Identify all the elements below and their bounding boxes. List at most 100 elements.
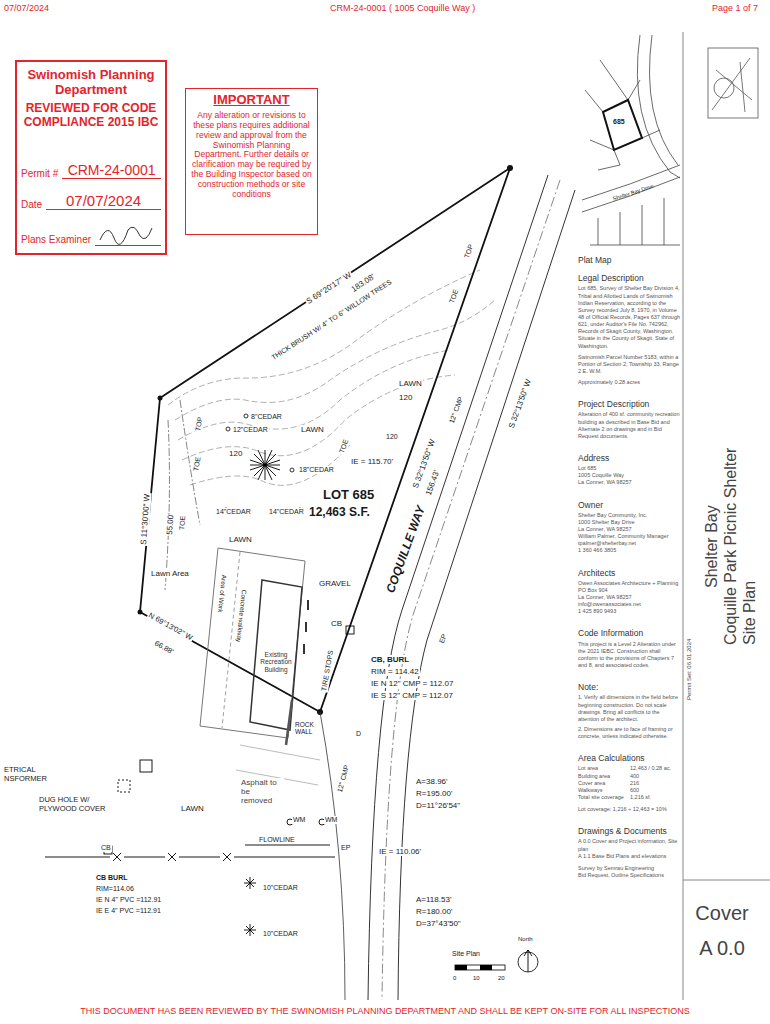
lot-area: 12,463 S.F. <box>308 506 371 520</box>
contour-label: 120 <box>398 393 413 402</box>
text-row: Permit #CRM-24-0001 <box>21 162 161 179</box>
sheet-title: Site Plan <box>741 581 759 645</box>
stamp-text: Plans Examiner <box>21 234 91 246</box>
distance-label-holder: 66.88' <box>151 632 179 659</box>
elevation-label-holder: RIM=114.06 <box>95 877 135 895</box>
info-text: Alteration of 400 sf. community recreati… <box>578 411 681 440</box>
edge-label-holder: EP <box>340 836 351 854</box>
info-text: William Palmer, Community Manager <box>578 533 681 540</box>
info-text: A 0.0 Cover and Project information, Sit… <box>578 838 681 852</box>
approval-stamp: Swinomish Planning DepartmentREVIEWED FO… <box>15 60 167 255</box>
info-text: Approximately 0.28 acres <box>578 379 681 386</box>
curve-data-holder: R=195.00' <box>415 782 453 800</box>
table-cell: Cover area <box>578 780 630 787</box>
info-text: Owen Associates Architecture + Planning <box>578 580 681 587</box>
distance-label-holder: 55.00' <box>158 512 178 537</box>
text-row: Swinomish Planning Department <box>21 68 161 98</box>
lot-number: LOT 685 <box>322 488 375 503</box>
table-cell: Total site coverage <box>578 794 630 801</box>
street-name-holder: COQUILLE WAY <box>380 502 429 596</box>
elevation-label-holder: IE = 110.06' <box>378 840 422 858</box>
text-row: Plans Examiner <box>21 234 161 246</box>
work-note-holder: Asphalt to be removed <box>240 778 284 807</box>
curve-data-holder: A=38.96' <box>415 770 449 788</box>
tree-label: 10"CEDAR <box>262 930 299 938</box>
edge-label-holder: EP <box>430 629 451 646</box>
area-table-row: Lot area12,463 / 0.28 ac. <box>578 765 681 772</box>
curve-data-holder: D=37°43'50" <box>415 912 462 930</box>
feature-label-holder: FLOWLINE <box>258 828 296 846</box>
slope-label-holder: TOE <box>330 435 352 456</box>
slope-label-holder: TOE <box>184 454 205 473</box>
ground-label-holder: LAWN <box>180 797 205 815</box>
contour-label-holder: 120 <box>398 386 413 404</box>
footer-notice-holder: THIS DOCUMENT HAS BEEN REVIEWED BY THE S… <box>0 1006 770 1016</box>
area-table-row: Walkways600 <box>578 787 681 794</box>
bearing-label: N 69°13'02" W <box>146 611 195 643</box>
node-text: A 0.0 <box>699 937 745 960</box>
ground-label: LAWN <box>228 535 253 544</box>
stamp-text: REVIEWED FOR CODE COMPLIANCE 2015 IBC <box>21 102 161 130</box>
stamp-text: Permit # <box>21 168 58 180</box>
tree-label-holder: 10"CEDAR <box>262 922 299 940</box>
meter-label-holder: WM <box>292 808 306 826</box>
page-number-holder: Page 1 of 7 <box>712 3 758 13</box>
info-text: La Conner, WA 98257 <box>578 594 681 601</box>
node-text: Existing Recreation Building <box>257 651 295 673</box>
scale-title: Site Plan <box>452 950 480 958</box>
slope-label-holder: TOE <box>440 285 462 306</box>
edge-label: EP <box>340 844 351 852</box>
lot-area-holder: 12,463 S.F. <box>308 502 371 520</box>
slope-label: TOP <box>194 415 205 432</box>
info-text: 1 360 466 3805 <box>578 547 681 554</box>
scale-tick: 10 <box>473 975 480 982</box>
catch-basin-label: CB BURL <box>95 874 129 882</box>
area-label-holder: Lawn Area <box>150 562 190 580</box>
tree-label: 14"CEDAR <box>268 508 305 516</box>
feature-label: FLOWLINE <box>258 836 296 844</box>
elevation-label: IE E 4" PVC =112.91 <box>95 907 162 915</box>
utility-label-holder: DUG HOLE W/ PLYWOOD COVER <box>38 796 110 815</box>
tree-label-holder: 14"CEDAR <box>215 500 252 518</box>
node-text: Any alteration or revisions to these pla… <box>190 111 313 200</box>
tree-label: 14"CEDAR <box>215 508 252 516</box>
area-label: Lawn Area <box>150 569 190 578</box>
utility-label: ETRICAL NSFORMER <box>3 766 49 783</box>
info-text: A 1.1 Base Bid Plans and elevations <box>578 853 681 860</box>
table-cell: 600 <box>630 787 681 794</box>
tree-label-holder: 14"CEDAR <box>268 500 305 518</box>
elevation-label-holder: IE S 12" CMP = 112.07 <box>370 684 454 702</box>
work-area-label: Area of Work <box>216 573 228 613</box>
catch-basin-label: CB, BURL <box>370 655 410 664</box>
plat-lot-number-holder: 685 <box>613 118 625 126</box>
tree-label: 10"CEDAR <box>262 884 299 892</box>
work-area-label-holder: Area of Work <box>214 573 236 614</box>
ground-label: LAWN <box>300 425 325 434</box>
feature-label: ROCK WALL <box>294 721 318 736</box>
area-table-row: Cover area216 <box>578 780 681 787</box>
header-permit-holder: CRM-24-0001 ( 1005 Coquille Way ) <box>330 3 475 13</box>
info-text: Swinomish Parcel Number 5183, within a P… <box>578 354 681 375</box>
scale-tick-holder: 20 <box>498 975 505 982</box>
section-heading: Note: <box>578 682 681 692</box>
curve-data-holder: R=180.00' <box>415 900 453 918</box>
info-text: PO Box 904 <box>578 587 681 594</box>
bearing-label-holder: S 11°30'00" W <box>132 492 154 546</box>
slope-label: TOE <box>448 287 461 305</box>
elevation-label-holder: IE N 12" CMP = 112.07 <box>370 672 454 690</box>
curve-data: A=118.53' <box>415 895 452 904</box>
curve-data: A=38.96' <box>415 777 449 786</box>
tree-label: 18"CEDAR <box>298 466 335 474</box>
feature-label-holder: ROCK WALL <box>294 720 318 738</box>
utility-label-holder: ETRICAL NSFORMER <box>3 766 49 785</box>
table-cell: Building area <box>578 773 630 780</box>
sheet-title-holder: Site Plan <box>741 581 759 645</box>
notice-box: IMPORTANTAny alteration or revisions to … <box>185 88 318 235</box>
scale-tick: 0 <box>453 975 456 982</box>
plat-street-name-holder: Shelter Bay Drive <box>612 183 655 202</box>
ground-label: LAWN <box>180 804 205 813</box>
tree-label-holder: 10"CEDAR <box>262 876 299 894</box>
info-text: info@owenassociates.net <box>578 601 681 608</box>
pipe-label-holder: 12" CMP <box>440 392 467 426</box>
